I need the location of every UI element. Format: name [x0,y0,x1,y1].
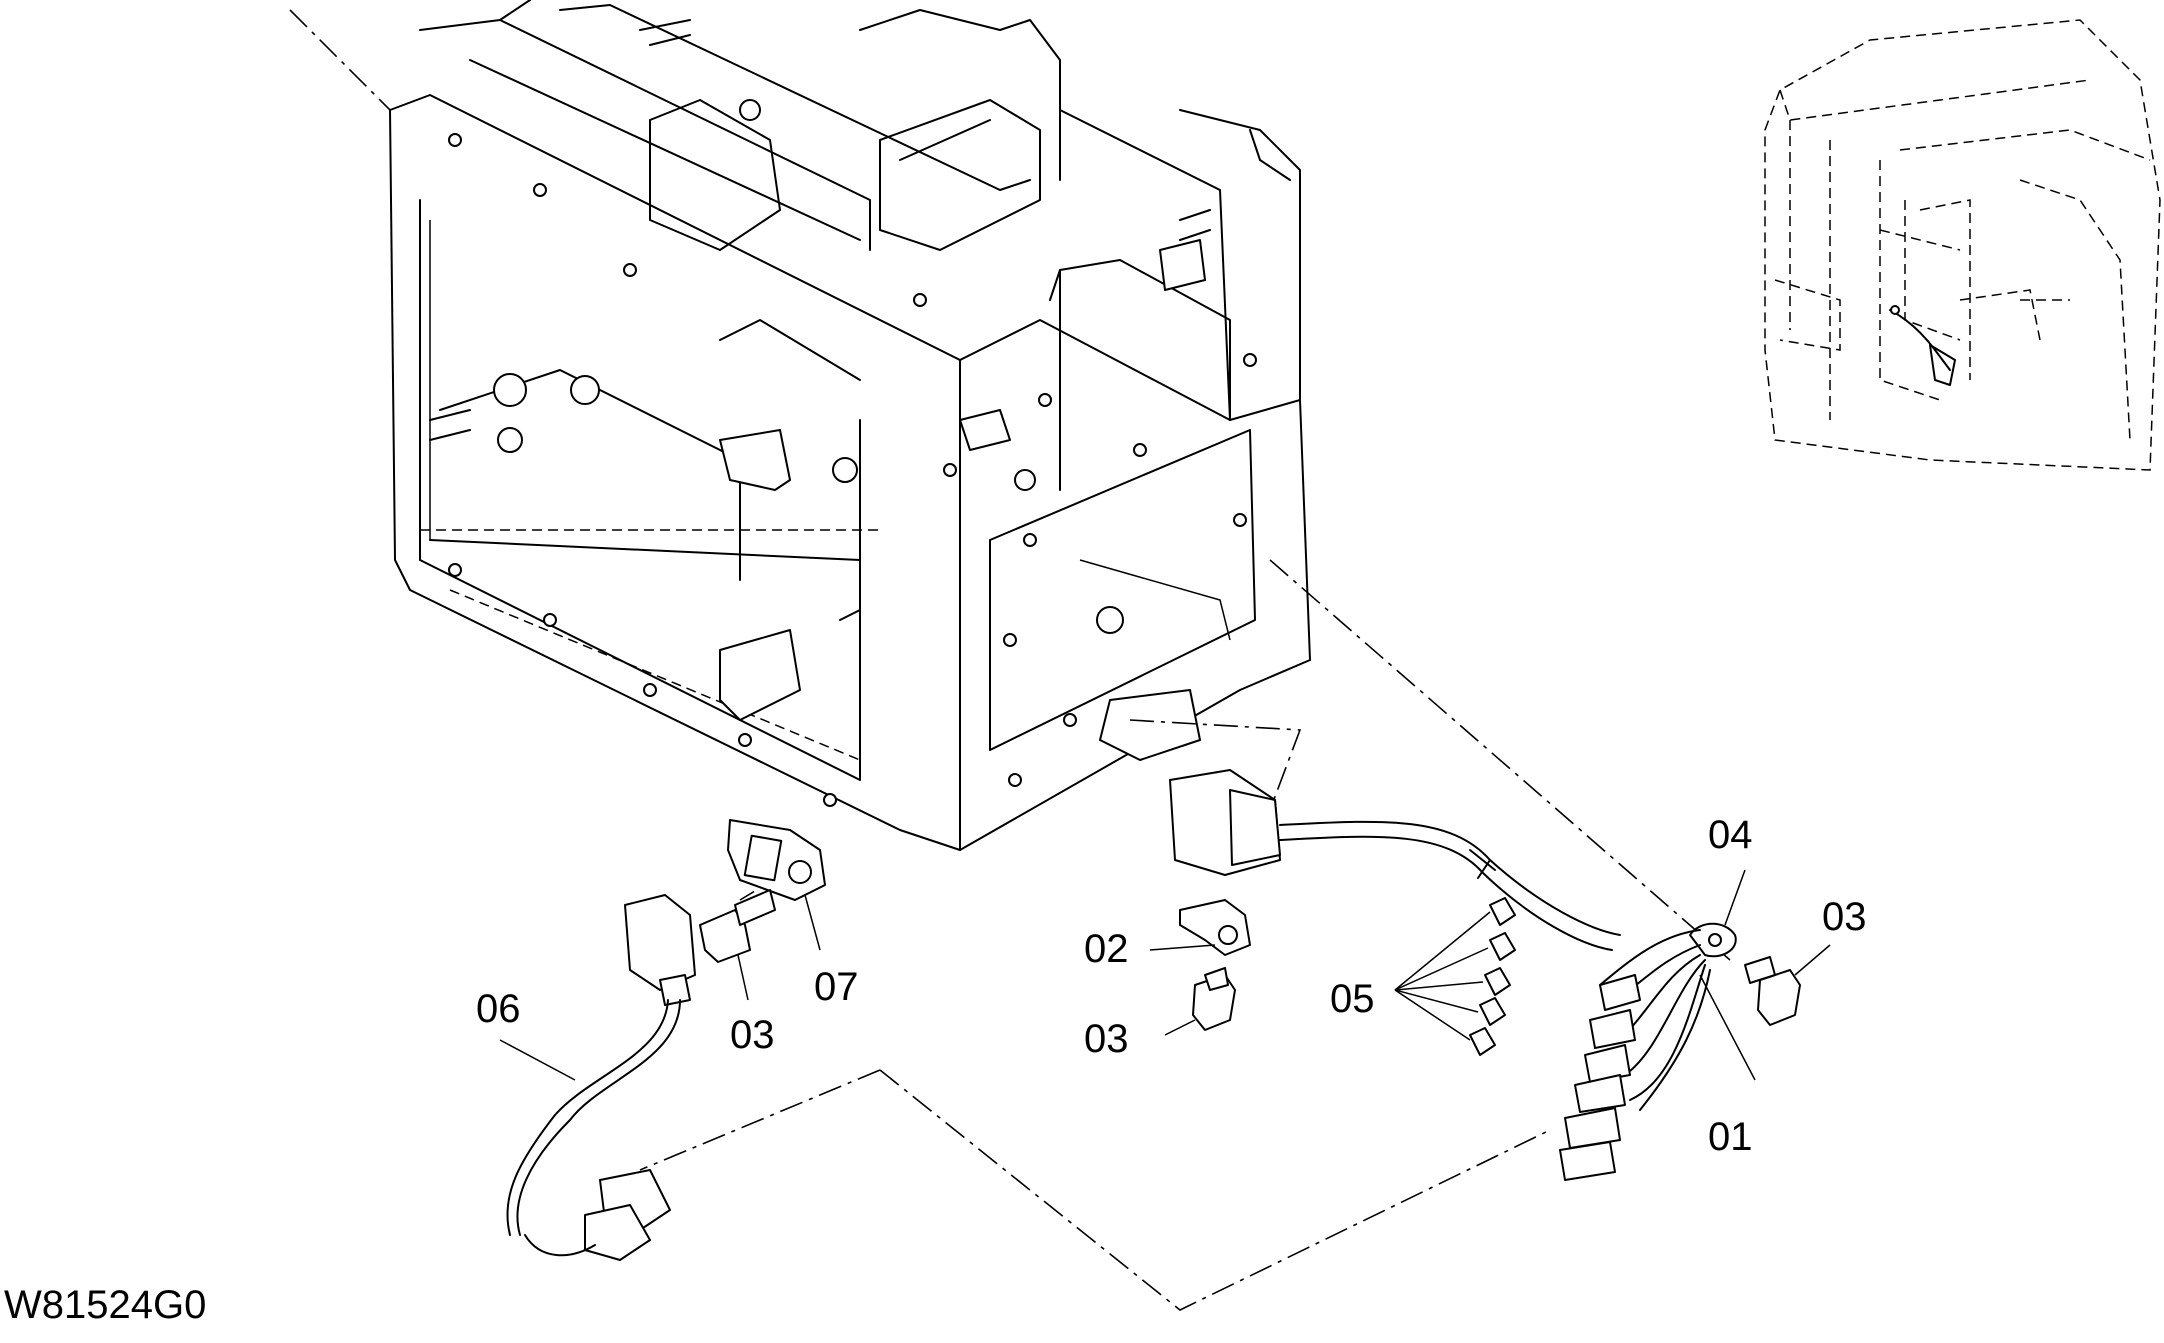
callout-05: 05 [1330,977,1375,1021]
callout-07: 07 [814,965,859,1009]
part-03-bolt-left [699,889,776,1001]
callout-01: 01 [1708,1115,1753,1159]
part-06-harness [499,894,696,1261]
callout-06: 06 [476,987,521,1031]
inset-machine-view [1764,19,2161,471]
part-03-bolt-middle [1164,967,1236,1036]
part-05-clips [1394,897,1516,1056]
callout-02: 02 [1084,927,1129,971]
part-02-clip [1149,899,1251,956]
callout-03-right: 03 [1822,895,1867,939]
part-03-bolt-right [1744,944,1831,1026]
callout-labels: 04 03 02 05 07 06 03 03 01 [476,813,1867,1159]
callout-03-left: 03 [730,1013,775,1057]
drawing-code: W81524G0 [4,1283,206,1327]
callout-03-middle: 03 [1084,1017,1129,1061]
part-01-harness [1169,769,1737,1181]
part-07-bracket [727,819,826,951]
assembly-guide-lines [639,559,1731,1311]
leader-04 [1724,869,1746,926]
frame-structure [289,0,1311,851]
callout-04: 04 [1708,813,1753,857]
leader-01 [1699,974,1756,1081]
